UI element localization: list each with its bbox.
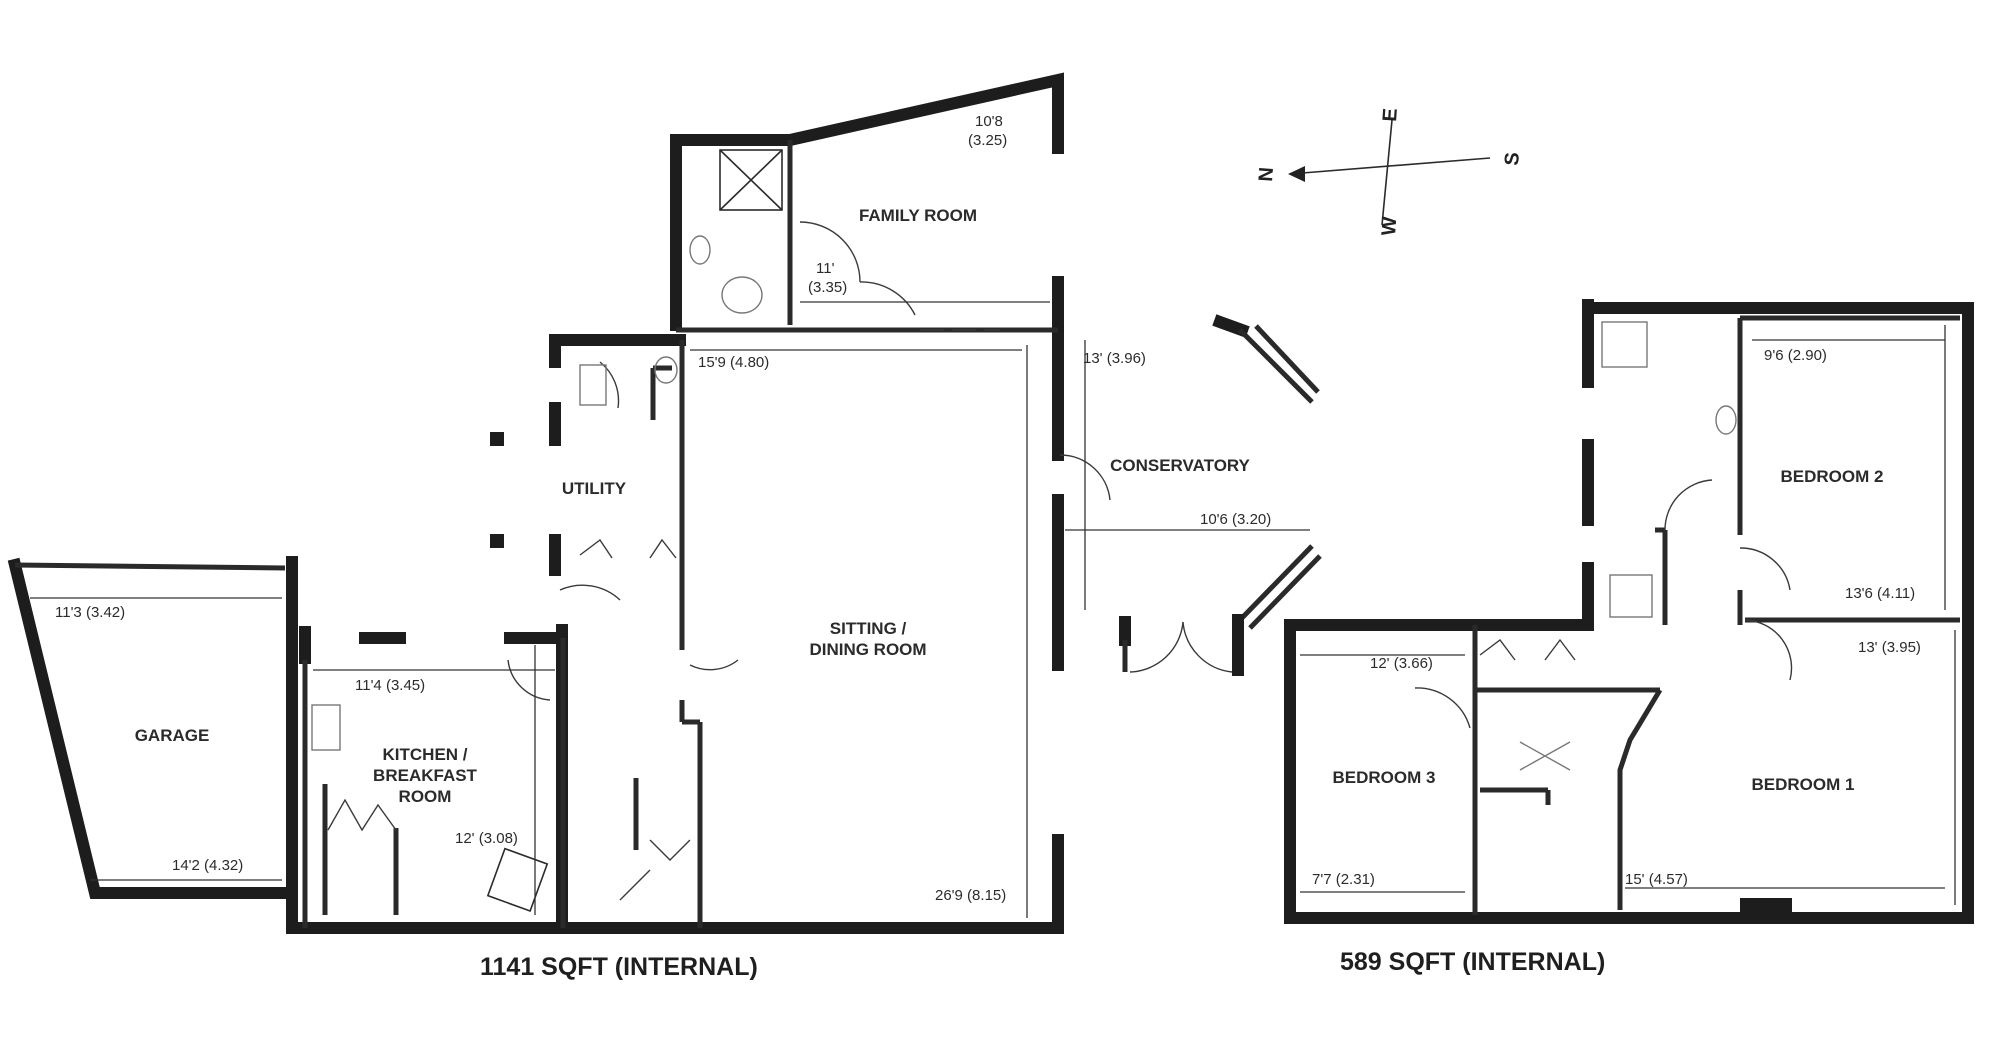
sitting-dining-width-dim: 15'9 (4.80): [698, 354, 769, 371]
compass-north-arrow: [1288, 166, 1305, 182]
ground-floor-area-label: 1141 SQFT (INTERNAL): [480, 953, 758, 981]
compass-rose: N S E W: [1255, 108, 1524, 237]
bedroom-2-label: BEDROOM 2: [1781, 467, 1884, 486]
bedroom-1-label: BEDROOM 1: [1752, 775, 1855, 794]
toilet-icon: [654, 356, 678, 384]
toilet-icon: [1715, 405, 1737, 435]
pillar: [490, 432, 504, 446]
bedroom-3-length-dim: 7'7 (2.31): [1312, 871, 1375, 888]
family-room-dim-1: 10'8: [975, 113, 1003, 130]
ground-floor-labels: GARAGE 11'3 (3.42) 14'2 (4.32) KITCHEN /…: [55, 113, 1271, 904]
bedroom-1-width-dim: 13' (3.95): [1858, 639, 1921, 656]
first-floor-area-label: 589 SQFT (INTERNAL): [1340, 948, 1605, 976]
ground-floor-dimensions: [30, 301, 1310, 918]
conservatory-width-dim: 10'6 (3.20): [1200, 511, 1271, 528]
bedroom-2-length-dim: 13'6 (4.11): [1845, 585, 1915, 602]
first-floor-fixtures: [1601, 321, 1737, 618]
washer-icon: [579, 364, 607, 406]
first-floor-labels: BEDROOM 2 9'6 (2.90) 13'6 (4.11) BEDROOM…: [1312, 347, 1921, 888]
sitting-dining-length-dim: 26'9 (8.15): [935, 887, 1006, 904]
bedroom-1-length-dim: 15' (4.57): [1625, 871, 1688, 888]
garage-width-dim: 11'3 (3.42): [55, 604, 125, 621]
garage-walls: [7, 556, 298, 934]
bath-icon: [1601, 321, 1648, 368]
ground-floor-doors: [327, 221, 1233, 901]
compass-north-label: N: [1255, 166, 1278, 182]
compass-south-label: S: [1501, 152, 1524, 167]
family-room-dim-2-metric: (3.35): [808, 279, 847, 296]
bedroom-3-width-dim: 12' (3.66): [1370, 655, 1433, 672]
sitting-dining-label-line-2: DINING ROOM: [809, 640, 926, 659]
first-floor-doors: [1414, 479, 1793, 771]
kitchen-length-dim: 12' (3.08): [455, 830, 518, 847]
ground-floor-fixtures: [311, 149, 783, 913]
pillar: [490, 534, 504, 548]
first-floor-plan: BEDROOM 2 9'6 (2.90) 13'6 (4.11) BEDROOM…: [1284, 299, 1974, 976]
kitchen-label-line-2: BREAKFAST: [373, 766, 478, 785]
compass-east-label: E: [1379, 108, 1402, 123]
utility-label: UTILITY: [562, 479, 627, 498]
first-floor-dimensions: [1300, 325, 1956, 905]
garage-length-dim: 14'2 (4.32): [172, 857, 243, 874]
kitchen-width-dim: 11'4 (3.45): [355, 677, 425, 694]
kitchen-label-line-1: KITCHEN /: [383, 745, 468, 764]
toilet-icon: [689, 235, 711, 265]
garage-label: GARAGE: [135, 726, 210, 745]
family-room-label: FAMILY ROOM: [859, 206, 977, 225]
ground-floor-plan: GARAGE 11'3 (3.42) 14'2 (4.32) KITCHEN /…: [7, 72, 1322, 981]
conservatory-length-dim: 13' (3.96): [1083, 350, 1146, 367]
conservatory-walls: [1119, 314, 1322, 676]
kitchen-label-line-3: ROOM: [399, 787, 452, 806]
shower-icon: [1609, 574, 1653, 618]
ground-floor-walls: [286, 72, 1064, 934]
compass-west-label: W: [1378, 216, 1401, 236]
family-room-dim-2: 11': [816, 260, 835, 277]
radiator: [1740, 898, 1792, 914]
family-room-dim-1-metric: (3.25): [968, 132, 1007, 149]
conservatory-label: CONSERVATORY: [1110, 456, 1250, 475]
basin-icon: [721, 276, 763, 314]
compass-ew-axis: [1381, 119, 1393, 226]
bedroom-3-label: BEDROOM 3: [1333, 768, 1436, 787]
sitting-dining-label-line-1: SITTING /: [830, 619, 907, 638]
hob-icon: [311, 704, 341, 751]
compass-ns-axis: [1289, 157, 1491, 175]
bedroom-2-width-dim: 9'6 (2.90): [1764, 347, 1827, 364]
first-floor-walls: [1284, 299, 1974, 924]
sink-icon: [486, 847, 549, 913]
